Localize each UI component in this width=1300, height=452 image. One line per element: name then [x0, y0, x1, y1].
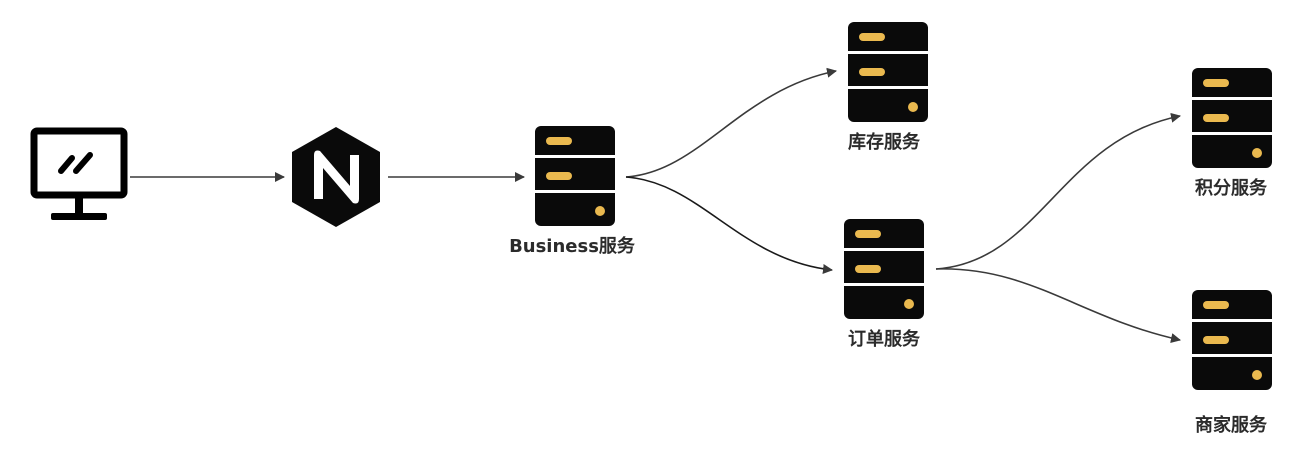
inventory-service-label: 库存服务 [848, 132, 920, 153]
order-service-label: 订单服务 [848, 329, 920, 350]
edge-order-points [935, 112, 1181, 270]
edge-business-inventory [625, 67, 837, 178]
server-icon [1190, 290, 1274, 390]
edge-order-merchant [935, 268, 1181, 343]
server-icon [1190, 68, 1274, 168]
server-icon [846, 22, 930, 122]
nginx-icon [292, 127, 380, 227]
server-icon [842, 219, 926, 319]
server-icon [533, 126, 617, 226]
points-service-label: 积分服务 [1195, 178, 1267, 199]
monitor-icon [30, 127, 128, 220]
edge-business-order [625, 176, 833, 274]
business-service-label: Business服务 [509, 236, 635, 257]
merchant-service-label: 商家服务 [1195, 415, 1267, 436]
